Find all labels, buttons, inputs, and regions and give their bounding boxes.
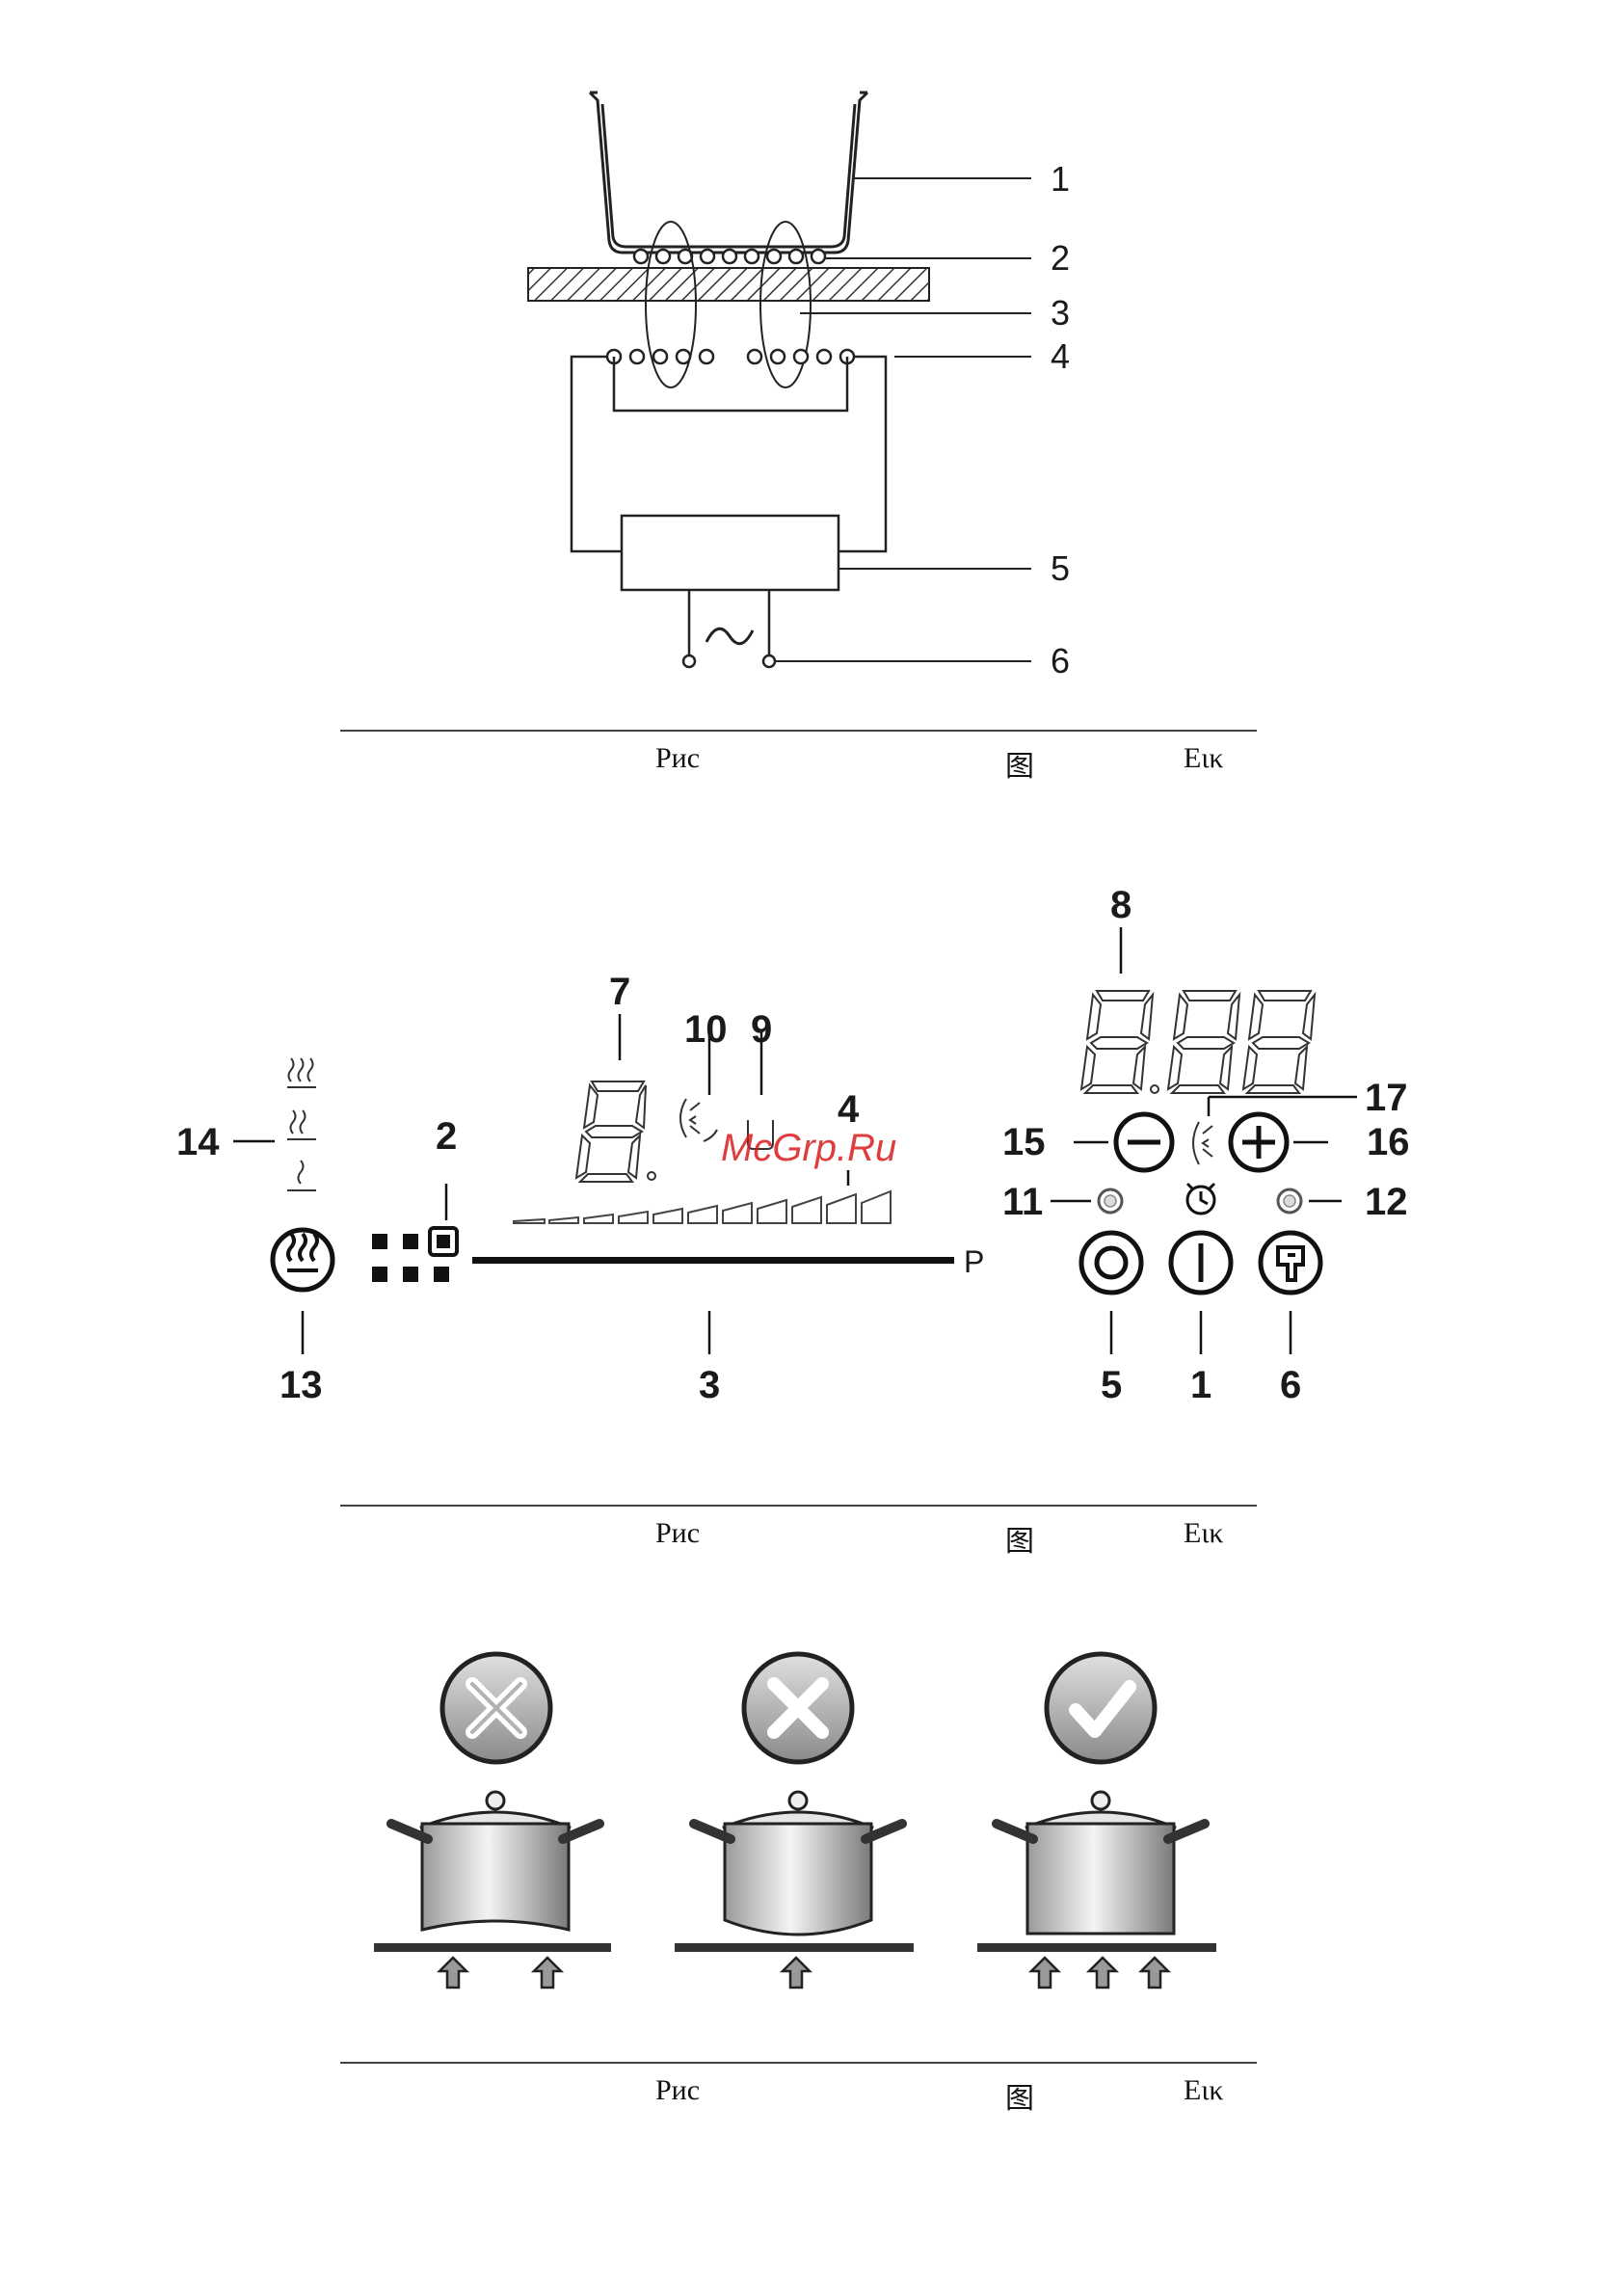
callout-5: 5: [1101, 1364, 1122, 1406]
figure1-caption-ru: Рис: [655, 742, 700, 775]
figure2-caption-rule: [340, 1505, 1257, 1507]
zone-timer-indicator: [680, 1099, 717, 1141]
figure2-caption-el: Εικ: [1184, 1517, 1224, 1550]
check-mark-icon: [1047, 1654, 1155, 1762]
callout-6: 6: [1051, 641, 1070, 681]
led-indicator-11: [1099, 1189, 1122, 1213]
pan-panel-convex: [675, 1654, 914, 1988]
callout-8: 8: [1110, 884, 1131, 926]
timer-display: [1081, 991, 1315, 1093]
zone-select-button[interactable]: [430, 1228, 457, 1255]
ac-source-icon: [706, 628, 753, 643]
led-indicator-12: [1278, 1189, 1301, 1213]
induction-diagram: 1 2 3 4 5 6: [0, 0, 1624, 733]
power-slider[interactable]: [472, 1257, 954, 1264]
pan-panel-concave: [374, 1654, 611, 1988]
callout-15: 15: [1002, 1121, 1046, 1163]
figure1-caption-rule: [340, 730, 1257, 732]
callout-7: 7: [609, 971, 630, 1013]
figure1-callouts: 1 2 3 4 5 6: [1051, 159, 1070, 681]
callout-9: 9: [751, 1008, 772, 1051]
watermark: McGrp.Ru: [721, 1127, 896, 1169]
callout-2: 2: [436, 1115, 457, 1158]
coil-wiring: [572, 357, 886, 657]
x-mark-icon: [744, 1654, 852, 1762]
figure-induction-principle: 1 2 3 4 5 6: [0, 0, 1624, 733]
callout-6: 6: [1280, 1364, 1301, 1406]
pause-stop-button[interactable]: [1081, 1233, 1141, 1293]
plus-button[interactable]: [1231, 1114, 1287, 1170]
slider-end-label: P: [964, 1244, 984, 1279]
callout-13: 13: [280, 1364, 323, 1406]
control-panel-diagram: P: [0, 868, 1624, 1484]
heat-level-symbols: [287, 1058, 316, 1190]
figure-control-panel: P: [0, 868, 1624, 1484]
pan-suitability-diagram: [0, 1639, 1624, 2024]
figure3-caption-rule: [340, 2062, 1257, 2064]
child-lock-button[interactable]: [1261, 1233, 1320, 1293]
power-level-bars: [514, 1191, 891, 1223]
figure-pan-suitability: [0, 1639, 1624, 2024]
callout-12: 12: [1365, 1181, 1408, 1223]
eddy-current-circles: [634, 250, 825, 263]
figure1-caption-zh: 图: [1005, 742, 1034, 785]
callout-3: 3: [1051, 293, 1070, 333]
mains-terminal-left: [683, 655, 695, 667]
figure3-caption-ru: Рис: [655, 2074, 700, 2107]
callout-1: 1: [1190, 1364, 1211, 1406]
zone-power-display: [576, 1081, 655, 1182]
induction-coil: [607, 350, 854, 363]
callout-3: 3: [699, 1364, 720, 1406]
power-on-off-button[interactable]: [1171, 1233, 1231, 1293]
callout-17: 17: [1365, 1077, 1408, 1119]
figure3-caption-zh: 图: [1005, 2074, 1034, 2117]
electronic-module: [622, 516, 839, 590]
figure2-caption-zh: 图: [1005, 1517, 1034, 1560]
callout-16: 16: [1367, 1121, 1410, 1163]
ceramic-glass-plate: [528, 268, 929, 301]
callout-14: 14: [176, 1121, 220, 1163]
timer-indicator-icon: [1193, 1122, 1212, 1164]
figure3-caption-el: Εικ: [1184, 2074, 1224, 2107]
callout-4: 4: [1051, 336, 1070, 376]
alarm-clock-icon: [1187, 1184, 1214, 1214]
pot-vessel: [590, 93, 867, 253]
callout-2: 2: [1051, 238, 1070, 278]
callout-11: 11: [1002, 1181, 1043, 1223]
callout-1: 1: [1051, 159, 1070, 199]
callout-4: 4: [838, 1088, 860, 1131]
keep-warm-button[interactable]: [273, 1230, 333, 1290]
x-mark-icon: [442, 1654, 550, 1762]
pan-panel-flat: [977, 1654, 1216, 1988]
callout-10: 10: [684, 1008, 728, 1051]
callout-5: 5: [1051, 548, 1070, 588]
figure1-caption-el: Εικ: [1184, 742, 1224, 775]
mains-terminal-right: [763, 655, 775, 667]
minus-button[interactable]: [1116, 1114, 1172, 1170]
figure2-caption-ru: Рис: [655, 1517, 700, 1550]
